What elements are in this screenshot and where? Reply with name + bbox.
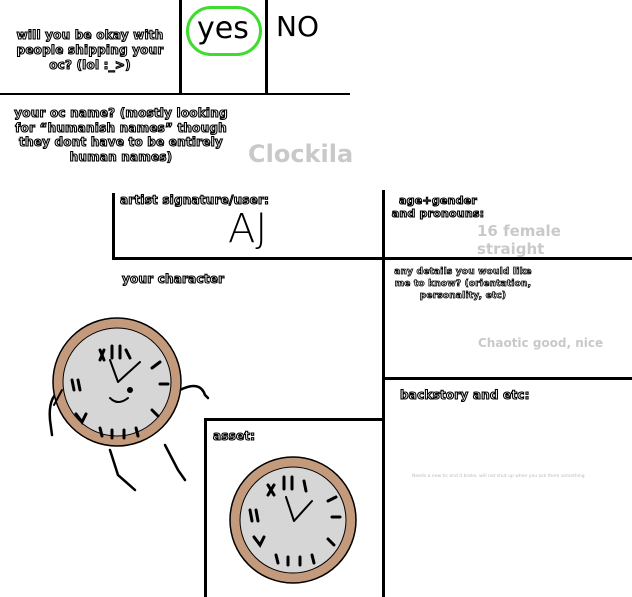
character-clock-drawing: [48, 317, 210, 492]
asset-clock-drawing: [229, 456, 357, 584]
backstory-value: Needs a new tic and it broke, will not s…: [412, 474, 585, 479]
backstory-label: backstory and etc:: [399, 387, 530, 402]
divider: [179, 0, 182, 95]
divider: [0, 93, 350, 95]
details-label: any details you would like me to know? (…: [394, 267, 532, 302]
option-no-label: NO: [276, 10, 319, 43]
divider: [112, 257, 632, 260]
divider: [265, 0, 268, 95]
divider: [204, 418, 383, 421]
asset-label: asset:: [212, 428, 256, 443]
details-value: Chaotic good, nice: [478, 336, 604, 350]
option-yes-label: yes: [197, 11, 249, 46]
age-label: age+gender and pronouns:: [391, 193, 485, 220]
divider: [383, 377, 632, 380]
shipping-question: will you be okay with people shipping yo…: [16, 27, 164, 72]
divider: [382, 190, 385, 597]
name-question: your oc name? (mostly looking for “human…: [14, 105, 228, 164]
divider: [112, 193, 115, 259]
name-value: Clockila: [248, 140, 354, 168]
character-label: your character: [121, 271, 225, 286]
artist-value: AJ: [228, 206, 268, 252]
artist-label: artist signature/user:: [119, 192, 270, 207]
divider: [204, 418, 207, 597]
option-yes[interactable]: yes: [186, 6, 262, 56]
option-no[interactable]: NO: [276, 10, 319, 43]
age-value: 16 female straight: [477, 222, 561, 258]
